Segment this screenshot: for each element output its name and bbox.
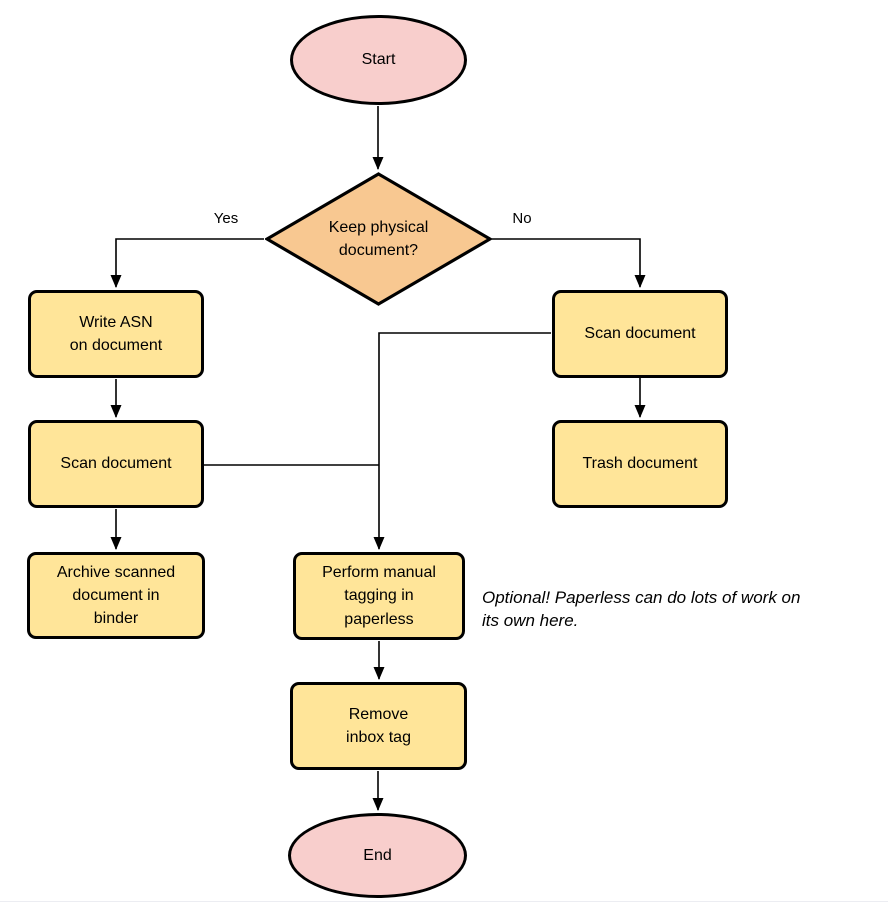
node-decision: Keep physical document? bbox=[265, 172, 492, 306]
node-scan-left-label: Scan document bbox=[60, 455, 172, 473]
node-archive: Archive scanned document in binder bbox=[27, 552, 205, 639]
node-trash-label: Trash document bbox=[582, 455, 698, 473]
node-end: End bbox=[288, 813, 467, 898]
bottom-divider bbox=[0, 901, 888, 902]
node-scan-left: Scan document bbox=[28, 420, 204, 508]
node-write-asn: Write ASN on document bbox=[28, 290, 204, 378]
node-trash: Trash document bbox=[552, 420, 728, 508]
decision-diamond-shape bbox=[265, 172, 492, 306]
node-scan-right: Scan document bbox=[552, 290, 728, 378]
edge-scan-right-to-tagging bbox=[373, 332, 551, 550]
edge-label-yes: Yes bbox=[213, 210, 239, 227]
node-start: Start bbox=[290, 15, 467, 105]
edge-decision-no-to-scan-right bbox=[492, 238, 646, 288]
node-write-asn-label: Write ASN on document bbox=[69, 313, 163, 354]
node-tagging-label: Perform manual tagging in paperless bbox=[322, 564, 436, 628]
node-end-label: End bbox=[363, 846, 392, 864]
node-remove-inbox: Remove inbox tag bbox=[290, 682, 467, 770]
node-remove-inbox-label: Remove inbox tag bbox=[346, 705, 411, 746]
node-tagging: Perform manual tagging in paperless bbox=[293, 552, 465, 640]
edge-decision-yes-to-write-asn bbox=[110, 238, 264, 288]
node-archive-label: Archive scanned document in binder bbox=[56, 563, 176, 628]
edge-label-no: No bbox=[512, 210, 532, 227]
optional-note: Optional! Paperless can do lots of work … bbox=[482, 588, 801, 630]
node-start-label: Start bbox=[361, 51, 396, 69]
node-scan-right-label: Scan document bbox=[584, 325, 696, 343]
node-decision-label: Keep physical document? bbox=[328, 218, 429, 259]
